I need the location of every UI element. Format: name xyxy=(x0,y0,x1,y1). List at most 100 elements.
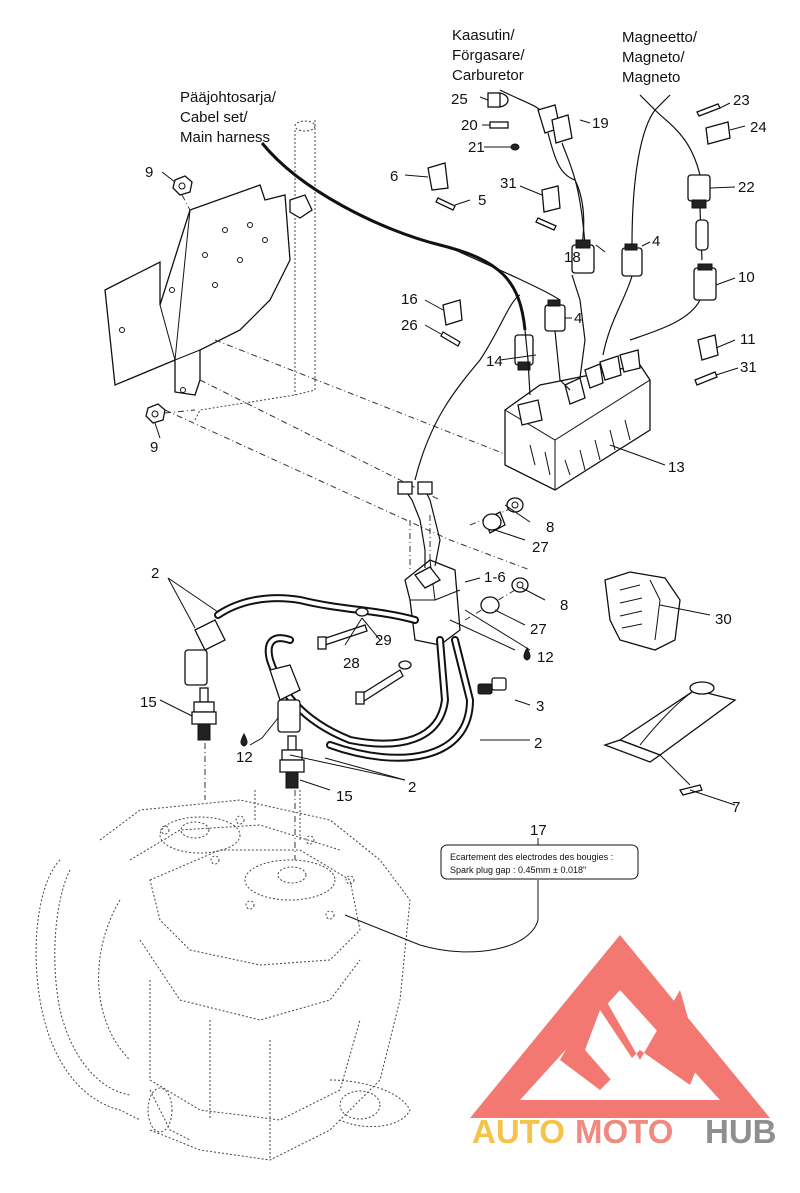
callout-21: 21 xyxy=(468,139,485,156)
callout-2-bottom: 2 xyxy=(408,779,416,796)
nut-9-bottom xyxy=(145,403,196,424)
pin-23 xyxy=(696,103,721,117)
callout-25: 25 xyxy=(451,91,468,108)
callout-11: 11 xyxy=(740,331,756,348)
watermark-auto: AUTO xyxy=(472,1113,565,1150)
header-harness-1: Pääjohtosarja/ xyxy=(180,89,277,106)
callout-10: 10 xyxy=(738,269,755,286)
connector-10 xyxy=(693,263,717,301)
callout-31-top: 31 xyxy=(500,175,517,192)
callout-13: 13 xyxy=(668,459,685,476)
connector-24 xyxy=(705,121,731,145)
decal-17: Ecartement des electrodes des bougies : … xyxy=(344,838,639,953)
connector-14 xyxy=(514,334,534,371)
mounting-bracket xyxy=(104,120,316,421)
callout-30: 30 xyxy=(715,611,732,628)
callout-27-bottom: 27 xyxy=(530,621,547,638)
ignition-wires xyxy=(184,594,475,762)
callout-12-left: 12 xyxy=(236,749,253,766)
callout-26: 26 xyxy=(401,317,418,334)
callout-29: 29 xyxy=(375,632,392,649)
callout-15-left: 15 xyxy=(140,694,157,711)
header-carburetor: Kaasutin/ Förgasare/ Carburetor xyxy=(452,27,525,84)
callout-28: 28 xyxy=(343,655,360,672)
callout-9-bottom: 9 xyxy=(150,439,158,456)
connector-4-right xyxy=(621,243,643,277)
callout-8-bottom: 8 xyxy=(560,597,568,614)
header-harness-3: Main harness xyxy=(180,129,270,146)
bracket-31-top xyxy=(541,185,561,213)
engine-outline xyxy=(35,790,411,1161)
main-harness-cable xyxy=(260,142,561,331)
callout-4-right: 4 xyxy=(652,233,660,250)
leader-lines xyxy=(154,96,746,806)
callout-20: 20 xyxy=(461,117,478,134)
callout-16: 16 xyxy=(401,291,418,308)
callout-6: 6 xyxy=(390,168,398,185)
header-carburetor-3: Carburetor xyxy=(452,67,524,84)
spacer-27-bottom xyxy=(480,596,500,614)
plate-7 xyxy=(603,681,737,796)
header-harness-2: Cabel set/ xyxy=(180,109,248,126)
nut-9-top xyxy=(172,175,193,211)
harness-feed xyxy=(524,274,586,396)
connector-4-mid xyxy=(544,299,566,332)
callout-27-top: 27 xyxy=(532,539,549,556)
magneto-wires xyxy=(602,94,701,356)
connector-22 xyxy=(687,174,711,261)
grommet-8-top xyxy=(506,497,524,513)
callout-24: 24 xyxy=(750,119,767,136)
callout-9-top: 9 xyxy=(145,164,153,181)
callout-17: 17 xyxy=(530,822,547,839)
ignition-coil xyxy=(397,294,521,646)
header-magneto-2: Magneto/ xyxy=(622,49,685,66)
pin-20 xyxy=(489,121,509,129)
header-carburetor-2: Förgasare/ xyxy=(452,47,525,64)
callout-12-right: 12 xyxy=(537,649,554,666)
pin-26 xyxy=(440,331,461,347)
callout-15-right: 15 xyxy=(336,788,353,805)
callout-18: 18 xyxy=(564,249,581,266)
callout-2-right: 2 xyxy=(534,735,542,752)
callout-5: 5 xyxy=(478,192,486,209)
pin-31-right xyxy=(694,371,718,386)
cdi-box-13 xyxy=(504,349,651,491)
callout-31-right: 31 xyxy=(740,359,757,376)
plug-25 xyxy=(487,92,509,108)
callout-1-6: 1-6 xyxy=(484,569,506,586)
clip-30 xyxy=(604,571,681,651)
callout-19: 19 xyxy=(592,115,609,132)
alignment-lines xyxy=(164,339,531,860)
header-magneto: Magneetto/ Magneto/ Magneto xyxy=(622,29,698,86)
callout-14: 14 xyxy=(486,353,503,370)
spark-plug-left xyxy=(191,687,217,741)
drop-12-left xyxy=(240,732,248,747)
pin-21 xyxy=(510,143,520,151)
carb-connector-19 xyxy=(499,89,586,246)
header-magneto-3: Magneto xyxy=(622,69,680,86)
header-harness: Pääjohtosarja/ Cabel set/ Main harness xyxy=(180,89,277,146)
pin-5 xyxy=(435,197,557,231)
bracket-6 xyxy=(427,162,449,191)
connector-16 xyxy=(442,299,463,326)
callout-22: 22 xyxy=(738,179,755,196)
bolts-28 xyxy=(317,607,412,705)
callout-8-top: 8 xyxy=(546,519,554,536)
decal-line-2: Spark plug gap : 0.45mm ± 0.018" xyxy=(450,865,586,875)
drop-12-right xyxy=(523,646,531,661)
watermark-text: AUTO MOTO HUB xyxy=(472,1113,777,1150)
header-magneto-1: Magneetto/ xyxy=(622,29,698,46)
watermark-hub: HUB xyxy=(705,1113,777,1150)
callout-4-mid: 4 xyxy=(574,310,582,327)
callout-3: 3 xyxy=(536,698,544,715)
decal-line-1: Ecartement des electrodes des bougies : xyxy=(450,852,613,862)
header-carburetor-1: Kaasutin/ xyxy=(452,27,515,44)
connector-3 xyxy=(477,677,507,695)
callout-2-top: 2 xyxy=(151,565,159,582)
spacer-27-top xyxy=(482,511,506,534)
watermark-moto: MOTO xyxy=(575,1113,673,1150)
watermark-logo xyxy=(470,935,770,1118)
callout-labels: 9 9 6 5 31 25 20 21 19 18 4 4 16 26 14 2… xyxy=(140,91,767,839)
